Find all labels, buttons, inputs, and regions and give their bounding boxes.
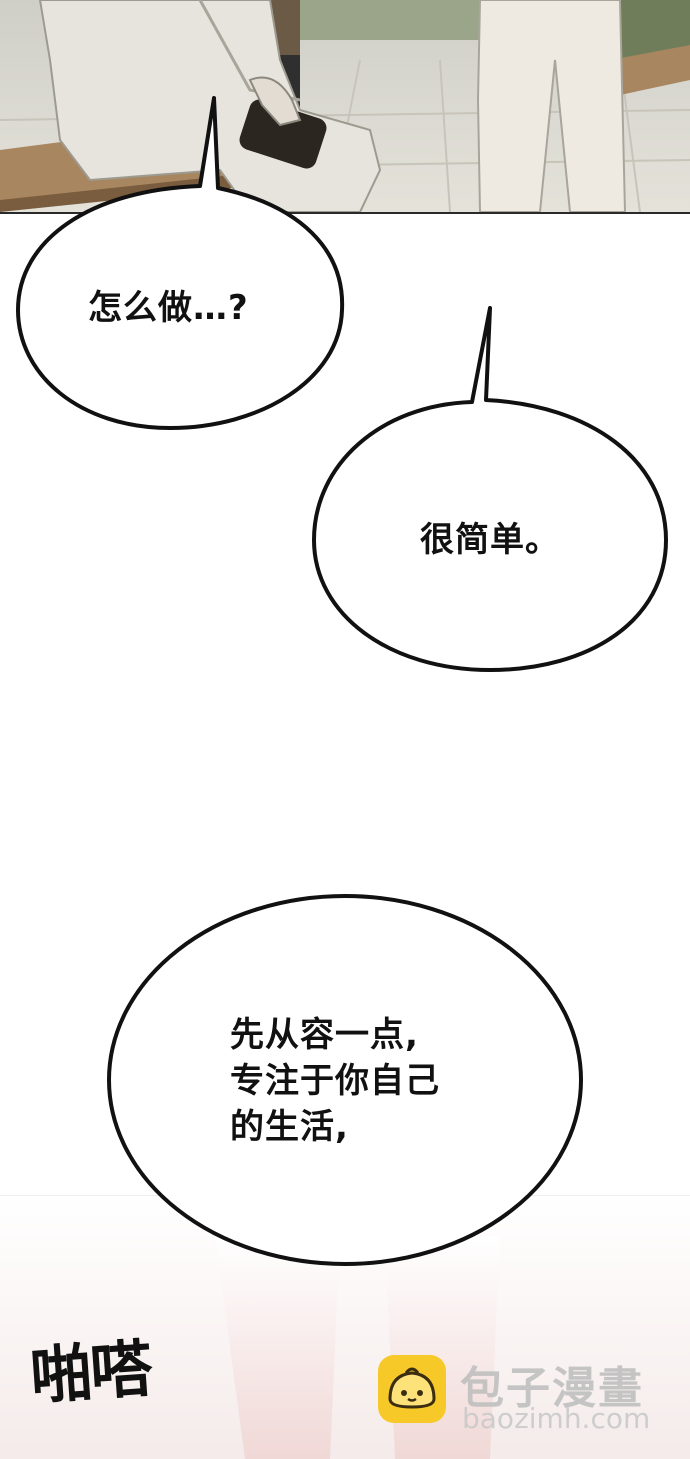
bench-right <box>610 45 690 95</box>
speech-bubble-2 <box>312 306 668 672</box>
bubble-3-line-3: 的生活, <box>230 1107 349 1147</box>
bubble-1-line-1: 怎么做…? <box>88 288 249 328</box>
bubble-2-text: 很简单。 <box>420 518 560 564</box>
bubble-1-text: 怎么做…? <box>88 286 249 332</box>
watermark-url[interactable]: baozimh.com <box>462 1402 651 1435</box>
bubble-2-line-1: 很简单。 <box>420 520 560 560</box>
bubble-3-text: 先从容一点, 专注于你自己 的生活, <box>230 1012 440 1150</box>
sound-effect-text: 啪嗒 <box>27 1331 153 1414</box>
standing-person-legs <box>476 0 627 212</box>
top-comic-panel <box>0 0 690 214</box>
left-leg <box>215 1236 340 1459</box>
bubble-3-line-2: 专注于你自己 <box>230 1061 440 1101</box>
bubble-3-line-1: 先从容一点, <box>230 1015 419 1055</box>
bun-face-icon[interactable] <box>376 1353 448 1425</box>
watermark-title[interactable]: 包子漫畫 <box>460 1363 644 1414</box>
bench-scene-illustration <box>0 0 690 212</box>
